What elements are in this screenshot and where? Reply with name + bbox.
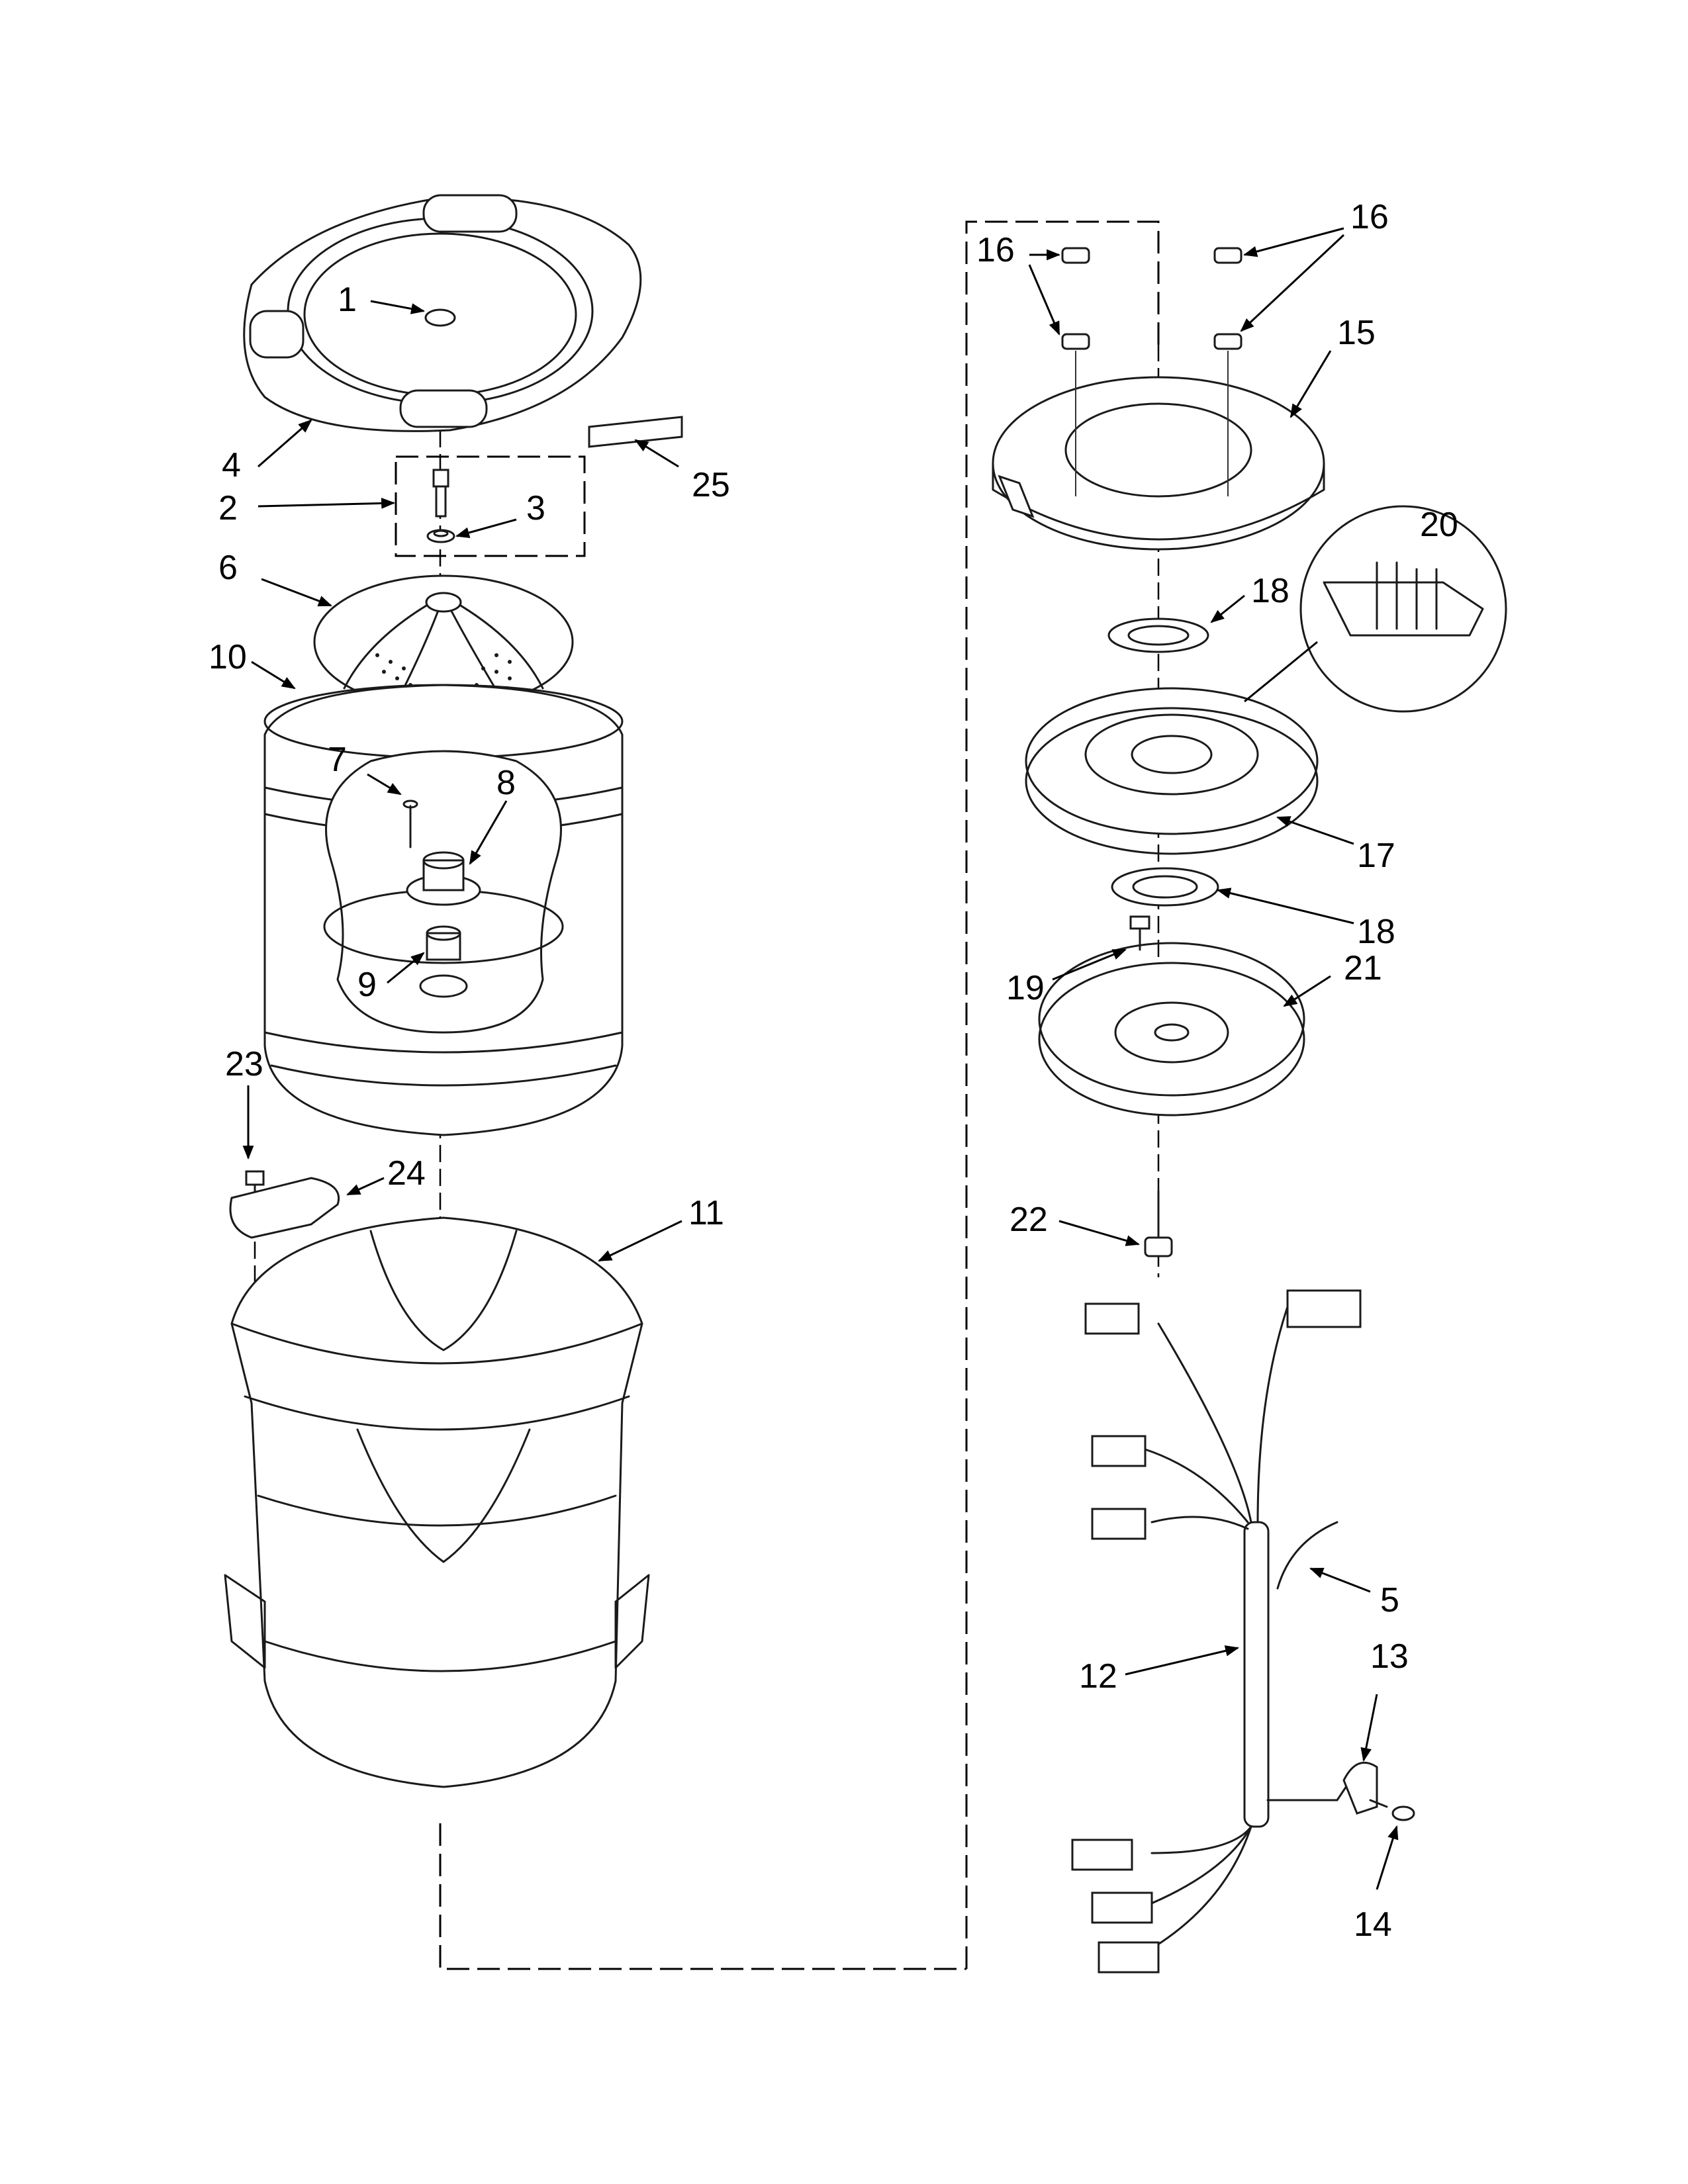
screw-14-part — [1369, 1799, 1415, 1821]
hub-coupling-part — [406, 851, 481, 906]
callout-25: 25 — [692, 466, 730, 504]
callout-18-upper: 18 — [1251, 572, 1289, 610]
rotor-part — [1038, 942, 1305, 1116]
screw-part — [402, 799, 418, 848]
bolt-kit-part — [395, 455, 586, 557]
stator-part — [1025, 687, 1319, 855]
callout-6: 6 — [218, 549, 238, 587]
callout-22: 22 — [1009, 1201, 1048, 1239]
callout-16-right: 16 — [1350, 198, 1389, 236]
callout-5: 5 — [1380, 1581, 1399, 1619]
gasket-upper-part — [1107, 617, 1209, 653]
callout-12: 12 — [1079, 1657, 1117, 1696]
callout-19: 19 — [1006, 969, 1045, 1007]
tub-ring-center-hub — [424, 308, 456, 327]
leader-lines — [242, 227, 1399, 1890]
callout-21: 21 — [1344, 949, 1382, 987]
callout-16-left: 16 — [976, 231, 1015, 269]
outer-tub-part — [224, 1216, 650, 1788]
bracket-part — [229, 1177, 340, 1239]
callout-4: 4 — [222, 446, 241, 484]
motor-mount-ring-part — [992, 351, 1325, 551]
callout-10: 10 — [209, 638, 247, 676]
impeller-part — [313, 574, 574, 709]
callout-8: 8 — [496, 764, 516, 802]
wash-basket-part — [263, 684, 624, 1136]
callout-9: 9 — [357, 966, 377, 1004]
hose-part — [1266, 1521, 1352, 1801]
callout-7: 7 — [328, 741, 347, 779]
callout-18-lower: 18 — [1357, 913, 1395, 951]
clip-part — [1342, 1761, 1378, 1815]
callout-labels: 1 2 3 4 5 6 7 8 9 10 11 12 13 14 15 16 1… — [209, 198, 1458, 1944]
callout-2: 2 — [218, 489, 238, 527]
callout-3: 3 — [526, 489, 545, 527]
assembly-group-frame — [439, 220, 1160, 1970]
callout-24: 24 — [387, 1154, 426, 1193]
callout-13: 13 — [1370, 1637, 1409, 1676]
callout-1: 1 — [338, 281, 357, 319]
wire-harness-part — [1071, 1289, 1362, 1974]
tub-ring-part — [243, 194, 642, 432]
callout-23: 23 — [225, 1045, 263, 1083]
callout-20: 20 — [1420, 506, 1458, 544]
callout-11: 11 — [688, 1194, 724, 1232]
label-strip-part — [588, 416, 683, 448]
callout-15: 15 — [1337, 314, 1376, 352]
rubber-pads-part — [1061, 247, 1243, 350]
spline-gear-part — [419, 925, 468, 998]
gasket-lower-part — [1111, 867, 1219, 907]
connector-detail-circle — [1244, 505, 1507, 713]
callout-17: 17 — [1357, 837, 1395, 875]
callout-14: 14 — [1354, 1905, 1392, 1944]
rotor-bolt-part — [1144, 1190, 1173, 1257]
